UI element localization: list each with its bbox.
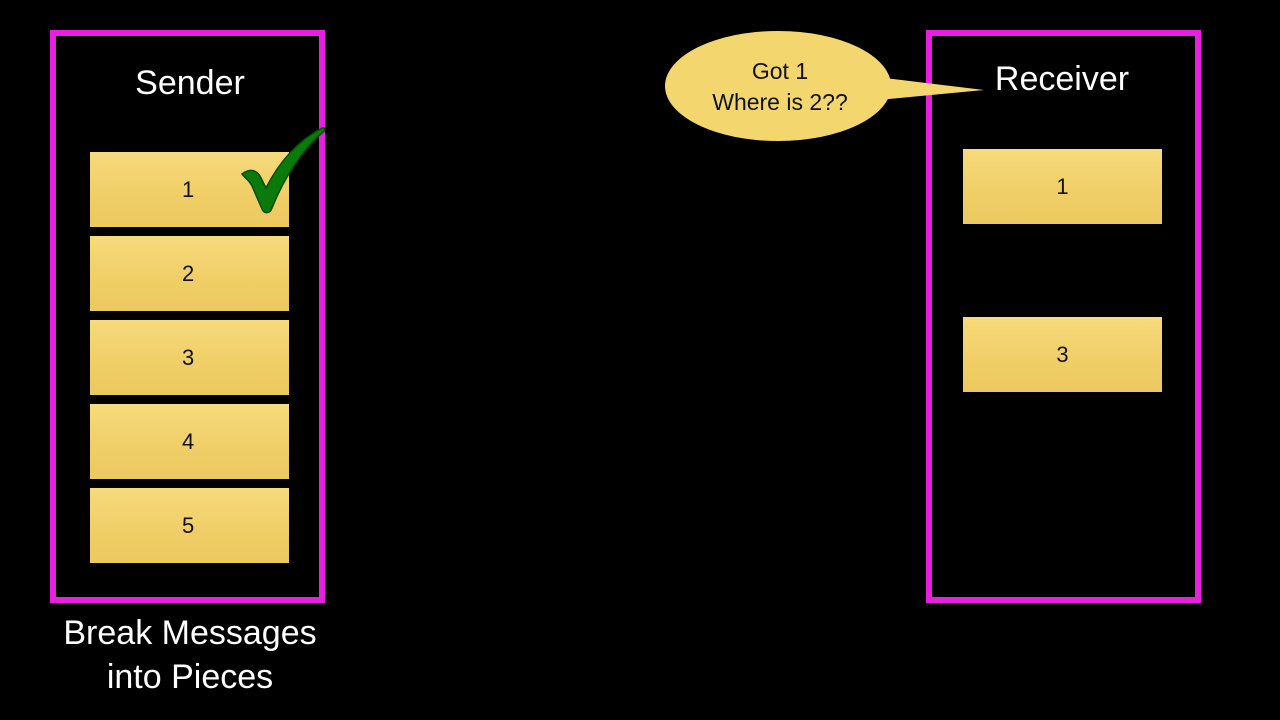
packet-label: 3 — [1056, 341, 1069, 367]
receiver-packet-3: 3 — [963, 317, 1162, 392]
receiver-packet-1: 1 — [963, 149, 1162, 224]
caption-line-2: into Pieces — [106, 658, 274, 696]
packet-label: 4 — [182, 428, 195, 454]
checkmark-icon — [240, 127, 326, 214]
packet-label: 5 — [182, 512, 195, 538]
caption-line-1: Break Messages — [63, 614, 317, 652]
bubble-line-1: Got 1 — [751, 58, 809, 84]
sender-packet-3: 3 — [90, 320, 289, 395]
sender-frame — [50, 30, 325, 603]
sender-packet-2: 2 — [90, 236, 289, 311]
receiver-title: Receiver — [994, 60, 1130, 98]
sender-packet-5: 5 — [90, 488, 289, 563]
packet-label: 1 — [1056, 173, 1069, 199]
sender-title: Sender — [135, 64, 245, 102]
receiver-frame — [926, 30, 1201, 603]
packet-label: 2 — [182, 260, 195, 286]
bubble-line-2: Where is 2?? — [712, 89, 848, 115]
speech-bubble-text: Got 1 Where is 2?? — [680, 56, 880, 118]
packet-label: 3 — [182, 344, 195, 370]
packet-label: 1 — [182, 176, 195, 202]
sender-caption: Break Messages into Pieces — [40, 611, 340, 699]
sender-packet-4: 4 — [90, 404, 289, 479]
